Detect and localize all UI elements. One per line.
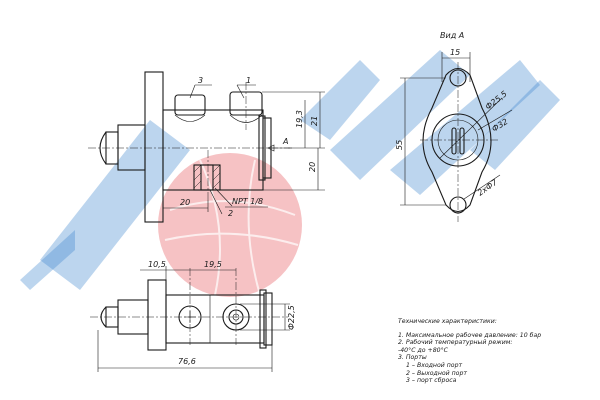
dim-21: 21 xyxy=(310,116,319,126)
spec-line: 3. Порты xyxy=(398,354,427,362)
dim-20-horizontal: 20 xyxy=(180,198,190,207)
spec-line: 1. Максимальное рабочее давление: 10 бар xyxy=(398,331,542,339)
technical-specs: Технические характеристики: 1. Максималь… xyxy=(398,318,598,385)
dim-19-3: 19,3 xyxy=(295,110,304,128)
dim-10-5: 10,5 xyxy=(148,260,166,269)
dim-19-5: 19,5 xyxy=(204,260,222,269)
dim-20-vertical: 20 xyxy=(308,162,317,172)
leader-1-label: 1 xyxy=(246,76,251,85)
dim-55: 55 xyxy=(395,140,404,150)
specs-title: Технические характеристики: xyxy=(398,318,497,325)
leader-3-label: 3 xyxy=(198,76,203,85)
view-a-title: Вид А xyxy=(440,31,464,40)
spec-line: 2 – Выходной порт xyxy=(406,369,468,377)
dim-phi22-5: Ф22,5 xyxy=(287,305,296,330)
dim-15: 15 xyxy=(450,48,460,57)
spec-line: 3 – порт сброса xyxy=(406,377,457,385)
leader-2-label: 2 xyxy=(228,209,233,218)
dim-76-6: 76,6 xyxy=(178,357,196,366)
spec-line: -40°С до +80°С xyxy=(398,346,448,354)
top-view: 3 1 A 19,3 21 20 20 NPT 1/8 2 xyxy=(88,71,325,223)
bottom-view: 10,5 19,5 Ф22,5 76,6 xyxy=(90,260,296,372)
spec-line: 1 – Входной порт xyxy=(406,361,463,369)
view-arrow-a: A xyxy=(282,137,288,146)
spec-line: 2. Рабочий температурный режим: xyxy=(398,339,513,347)
thread-label: NPT 1/8 xyxy=(232,197,263,206)
watermark-logo xyxy=(20,50,560,297)
